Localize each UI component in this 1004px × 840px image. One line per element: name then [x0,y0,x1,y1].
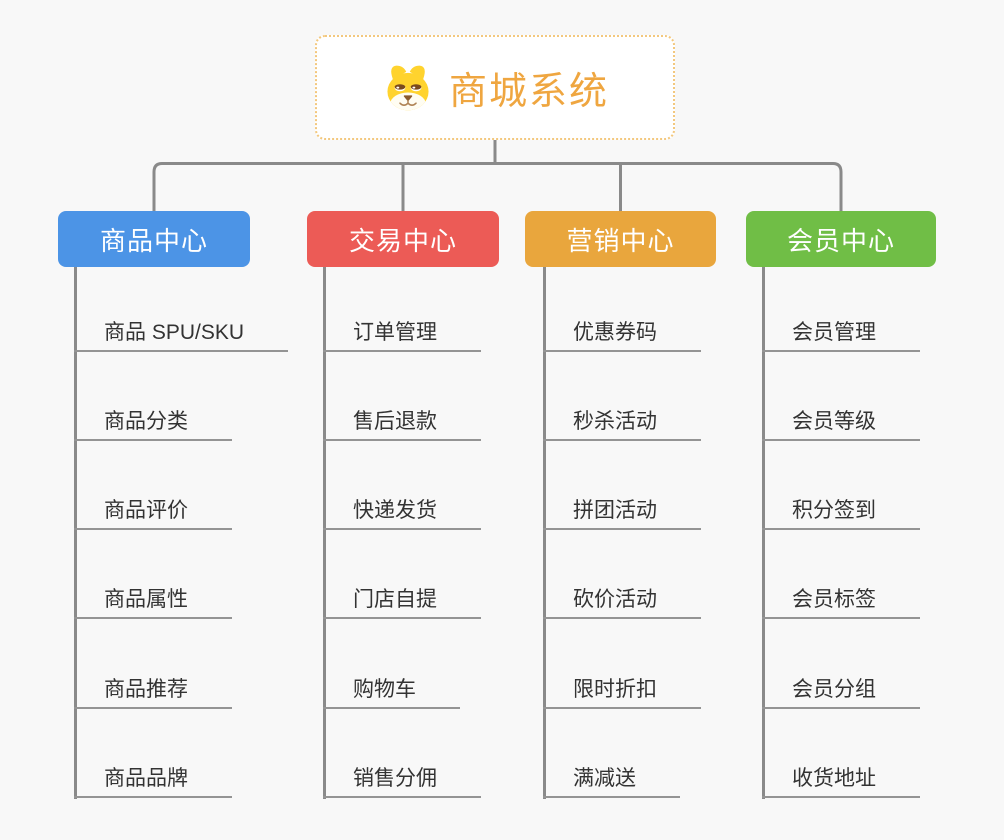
branch-node-marketing[interactable]: 营销中心 [525,211,716,267]
leaf-node[interactable]: 商品推荐 [74,677,232,709]
leaf-node[interactable]: 门店自提 [323,587,481,619]
leaf-node[interactable]: 销售分佣 [323,766,481,798]
leaf-node[interactable]: 会员等级 [762,409,920,441]
root-node[interactable]: 商城系统 [315,35,675,140]
leaf-node[interactable]: 售后退款 [323,409,481,441]
branch-node-member[interactable]: 会员中心 [746,211,936,267]
leaf-node[interactable]: 会员管理 [762,320,920,352]
leaf-node[interactable]: 收货地址 [762,766,920,798]
leaf-node[interactable]: 快递发货 [323,498,481,530]
leaf-node[interactable]: 商品品牌 [74,766,232,798]
branch-node-trade[interactable]: 交易中心 [307,211,499,267]
root-title: 商城系统 [448,71,609,113]
leaf-node[interactable]: 砍价活动 [543,587,701,619]
leaf-node[interactable]: 优惠券码 [543,320,701,352]
leaf-node[interactable]: 会员标签 [762,587,920,619]
leaf-node[interactable]: 限时折扣 [543,677,701,709]
leaf-node[interactable]: 秒杀活动 [543,409,701,441]
leaf-node[interactable]: 积分签到 [762,498,920,530]
leaf-node[interactable]: 商品分类 [74,409,232,441]
leaf-node[interactable]: 满减送 [543,766,680,798]
leaf-node[interactable]: 商品评价 [74,498,232,530]
leaf-node[interactable]: 会员分组 [762,677,920,709]
branch-node-product[interactable]: 商品中心 [58,211,250,267]
leaf-node[interactable]: 订单管理 [323,320,481,352]
bus-connector-line [152,162,843,211]
leaf-node[interactable]: 购物车 [323,677,460,709]
leaf-node[interactable]: 拼团活动 [543,498,701,530]
leaf-node[interactable]: 商品 SPU/SKU [74,320,289,352]
dog-face-icon [387,65,429,110]
leaf-node[interactable]: 商品属性 [74,587,232,619]
